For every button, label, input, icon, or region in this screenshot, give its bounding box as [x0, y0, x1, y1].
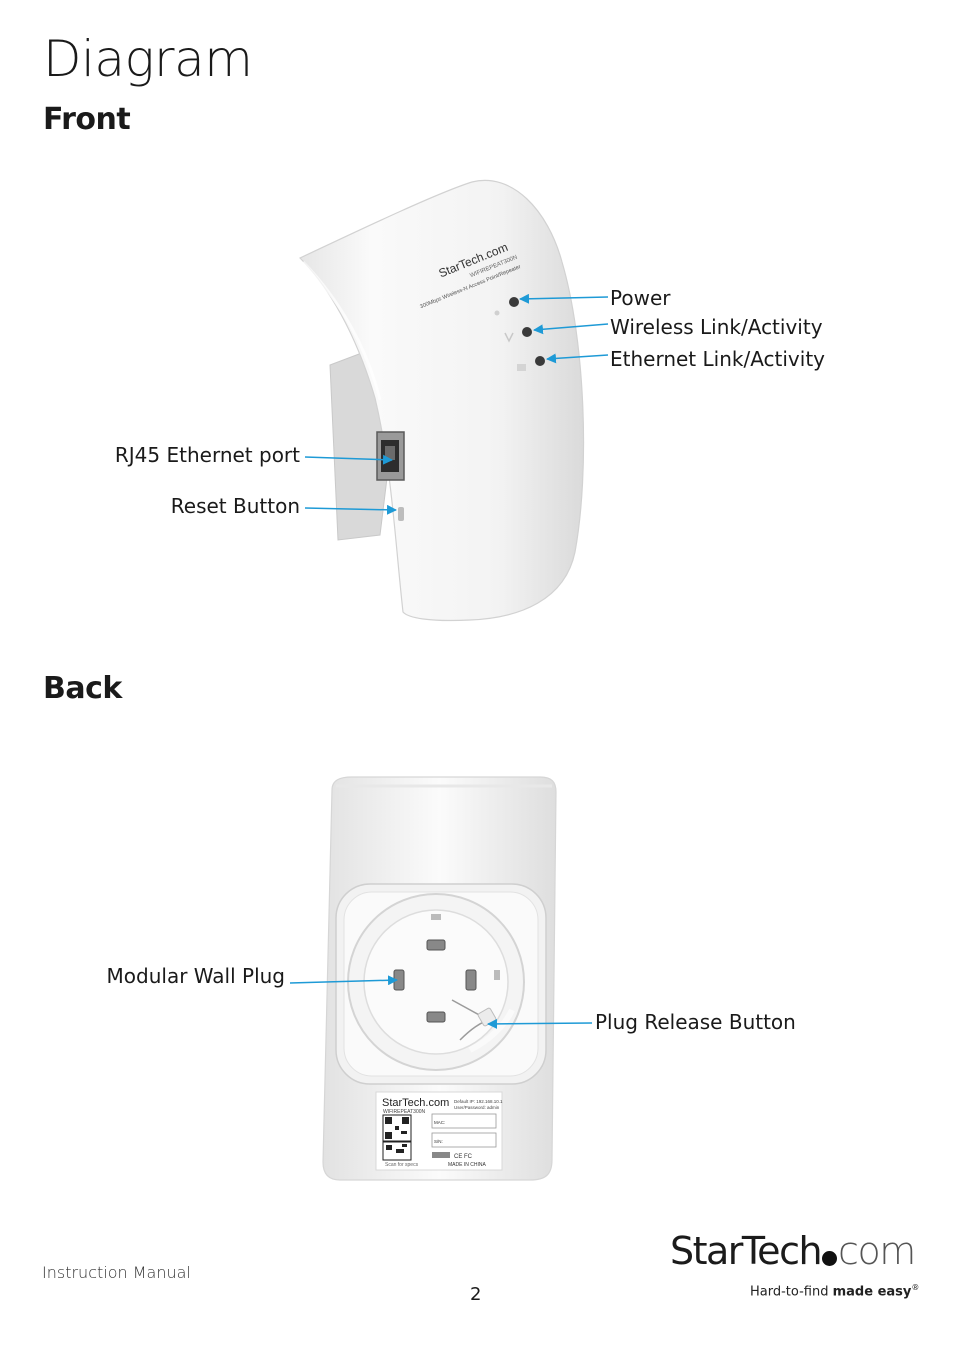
- tagline-bold: made easy: [832, 1284, 912, 1300]
- logo-com: com: [838, 1229, 916, 1273]
- registered-mark: ®: [911, 1283, 920, 1292]
- back-device-image: [322, 776, 557, 1181]
- back-label-text: StarTech.com WIFIREPEAT300N Default IP: …: [382, 1097, 503, 1168]
- back-brand-text: StarTech.com: [382, 1097, 449, 1109]
- label-rj45: RJ45 Ethernet port: [114, 443, 300, 467]
- logo-dot-icon: [822, 1251, 838, 1266]
- page-title: Diagram: [43, 30, 253, 88]
- back-marks-text: CE FC: [454, 1154, 473, 1160]
- back-ip-text: Default IP: 192.168.10.1: [454, 1099, 503, 1104]
- label-wireless: Wireless Link/Activity: [610, 315, 823, 339]
- arrow-reset: [304, 504, 397, 515]
- arrow-wall-plug: [289, 975, 398, 986]
- arrow-release: [487, 1018, 593, 1029]
- startech-logo: StarTech com: [670, 1229, 916, 1273]
- label-release: Plug Release Button: [595, 1010, 796, 1034]
- arrow-wireless: [533, 323, 609, 335]
- logo-star: StarTech: [670, 1229, 823, 1273]
- back-userpass-text: User/Password: admin: [454, 1105, 500, 1110]
- logo-tagline: Hard-to-find made easy®: [750, 1283, 919, 1299]
- back-madein-text: MADE IN CHINA: [448, 1162, 486, 1168]
- label-power: Power: [610, 286, 671, 310]
- label-ethernet: Ethernet Link/Activity: [610, 347, 825, 371]
- arrow-ethernet: [546, 353, 609, 364]
- back-heading: Back: [43, 671, 122, 706]
- back-model-text: WIFIREPEAT300N: [383, 1109, 426, 1115]
- arrow-power: [519, 293, 609, 304]
- footer-manual-label: Instruction Manual: [42, 1263, 191, 1282]
- back-mac-text: MAC:: [434, 1120, 445, 1125]
- arrow-rj45: [304, 454, 393, 465]
- back-sn-text: S/N:: [434, 1139, 443, 1144]
- page-number: 2: [470, 1284, 482, 1305]
- label-wall-plug: Modular Wall Plug: [106, 964, 285, 988]
- back-scan-text: Scan for specs: [385, 1162, 419, 1168]
- front-device-image: [298, 179, 585, 622]
- front-heading: Front: [43, 102, 131, 137]
- tagline-light: Hard-to-find: [750, 1284, 829, 1300]
- label-reset: Reset Button: [170, 494, 300, 518]
